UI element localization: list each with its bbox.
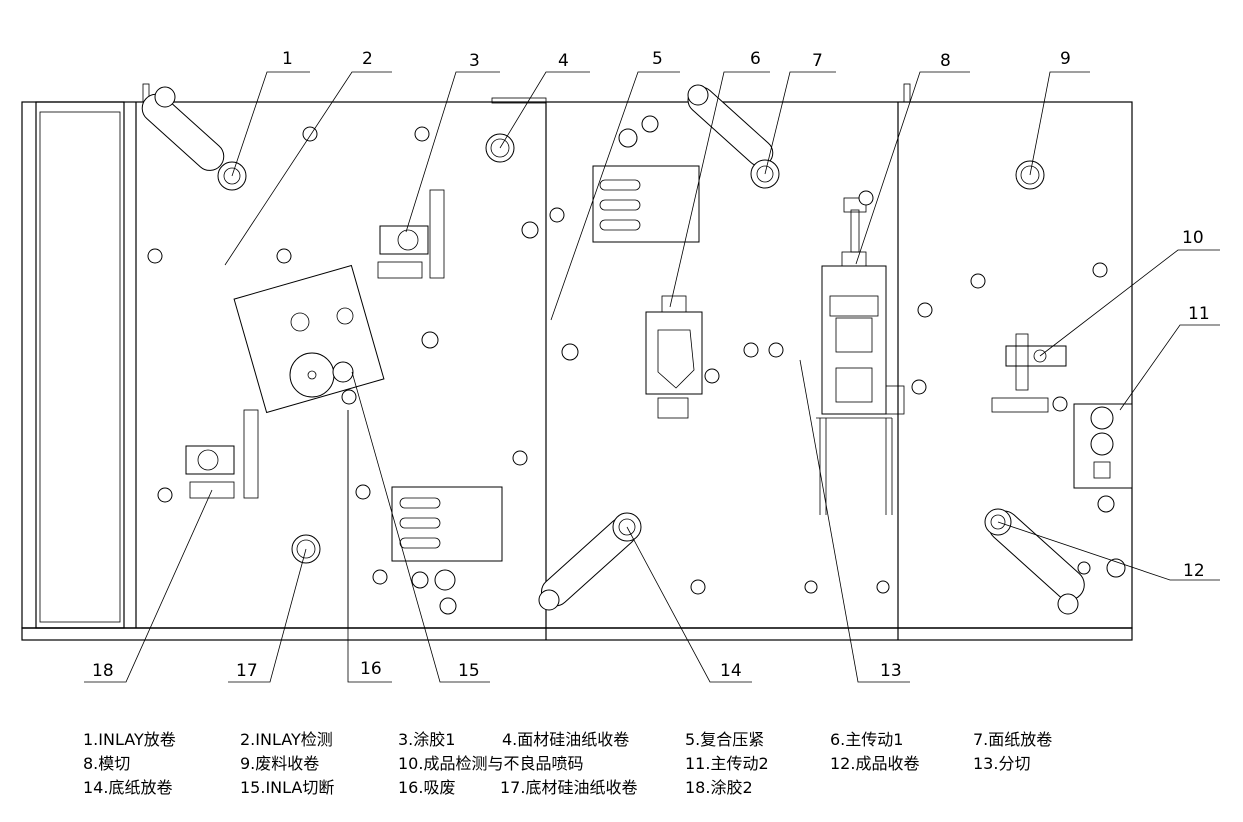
callout-15: 15	[458, 661, 480, 681]
callout-17: 17	[236, 661, 258, 681]
callout-18: 18	[92, 661, 114, 681]
callout-10: 10	[1182, 228, 1204, 248]
product-inspection-unit	[991, 333, 1067, 413]
vacuum-boxes	[391, 165, 700, 562]
guide-rollers	[147, 115, 1115, 615]
callout-2: 2	[362, 49, 373, 69]
callout-6: 6	[750, 49, 761, 69]
die-cut-module	[816, 197, 905, 515]
main-drive-1	[645, 295, 703, 419]
callout-12: 12	[1183, 561, 1205, 581]
inlay-unwind-arm	[141, 86, 247, 191]
callout-14: 14	[720, 661, 742, 681]
main-drive-2	[1073, 403, 1133, 489]
callout-16: 16	[360, 659, 382, 679]
bottom-paper-unwind-arm	[538, 512, 642, 611]
callout-9: 9	[1060, 49, 1071, 69]
callout-13: 13	[880, 661, 902, 681]
callout-4: 4	[558, 51, 569, 71]
inlay-cutting-unit	[233, 264, 385, 414]
callout-7: 7	[812, 51, 823, 71]
callout-1: 1	[282, 49, 293, 69]
callout-8: 8	[940, 51, 951, 71]
leader-lines	[84, 71, 1220, 683]
gluing-unit-2	[185, 409, 259, 499]
callout-5: 5	[652, 49, 663, 69]
finished-rewind-arm	[984, 508, 1126, 615]
callout-numbers: 1 2 3 4 5 6 7 8 9 10 11 12 13 14 15 16 1…	[92, 49, 1210, 681]
callout-3: 3	[469, 51, 480, 71]
callout-11: 11	[1188, 304, 1210, 324]
gluing-unit-1	[377, 189, 445, 279]
